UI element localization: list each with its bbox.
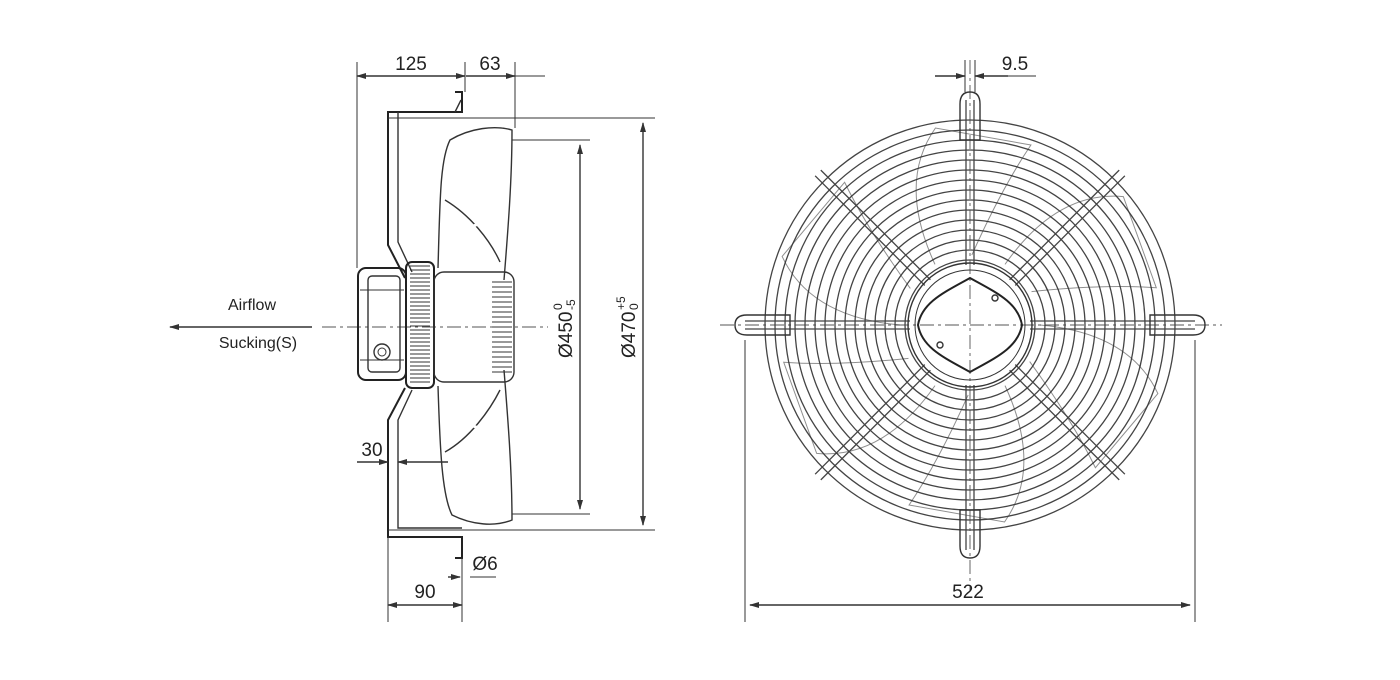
blade-top-outline	[437, 127, 513, 281]
fan-blade	[1029, 324, 1159, 469]
guard-ring	[854, 209, 1086, 441]
center-hub-opening	[916, 276, 1024, 374]
dim-470-tol-upper: +5	[614, 296, 628, 310]
dim-63-label: 63	[479, 54, 500, 75]
guard-ring	[884, 239, 1056, 411]
fan-blades	[781, 127, 1159, 523]
motor-housing	[357, 267, 407, 381]
blade-slot-inner	[453, 178, 494, 202]
guard-ring	[864, 219, 1076, 431]
dim-6-label: Ø6	[472, 554, 497, 575]
dim-450-label-group: Ø450 0 -5	[551, 299, 578, 358]
guard-spoke-rod	[1009, 169, 1120, 281]
dim-9-5-label: 9.5	[1002, 54, 1028, 75]
mount-foot-right	[1149, 314, 1206, 336]
guard-spoke-rod	[814, 364, 926, 475]
guard-ring	[774, 129, 1166, 521]
fan-blade	[781, 181, 911, 326]
dim-125-label: 125	[395, 54, 427, 75]
guard-spoke-rod	[1009, 369, 1120, 481]
blade-slot-inner	[450, 482, 488, 504]
guard-ring	[844, 199, 1096, 451]
rotor-hub	[405, 261, 435, 389]
motor-inner	[367, 275, 401, 373]
cable-gland	[373, 343, 391, 361]
fan-blade	[908, 385, 1025, 523]
guard-ring	[804, 159, 1136, 491]
mount-foot-left	[734, 314, 791, 336]
guard-spokes	[745, 100, 1195, 550]
guard-ring	[824, 179, 1116, 471]
fan-blade	[782, 357, 936, 455]
guard-ring	[904, 259, 1036, 391]
airflow-indicator: Airflow Sucking(S)	[169, 297, 312, 352]
dim-470-tol-lower: 0	[627, 303, 641, 310]
guard-inner-bottom	[397, 389, 462, 529]
fan-blade	[1004, 195, 1158, 293]
guard-frame-top	[387, 91, 463, 279]
impeller-fins	[492, 281, 512, 373]
front-view: 9.5 522	[720, 54, 1222, 622]
guard-frame-bottom	[387, 387, 463, 559]
mount-foot-top	[959, 91, 981, 141]
blade-bottom-edge	[444, 389, 501, 453]
guard-rings	[764, 119, 1176, 531]
guard-ring	[814, 169, 1126, 481]
hub-ring-outer	[907, 262, 1033, 388]
blade-bottom-outline	[437, 369, 513, 525]
blade-top-edge	[444, 199, 501, 263]
side-view: Ø450 0 -5 Ø470 +5 0 125 63 30 90 Ø6	[322, 54, 655, 622]
dim-90-label: 90	[414, 582, 435, 603]
blade-slot-inner	[453, 450, 494, 472]
cable-gland-inner	[377, 347, 387, 357]
dim-450-tol-upper: 0	[551, 303, 565, 310]
blade-slot-inner	[450, 148, 488, 172]
guard-ring	[764, 119, 1176, 531]
guard-spoke-rod	[1014, 364, 1126, 475]
hub-fins	[410, 265, 430, 383]
hub-ring-inner	[914, 269, 1026, 381]
sucking-label: Sucking(S)	[219, 335, 297, 352]
impeller-hub	[433, 271, 515, 383]
dim-450-label: Ø450	[556, 312, 577, 358]
fan-blade	[915, 127, 1032, 265]
dim-522-label: 522	[952, 582, 984, 603]
airflow-label: Airflow	[228, 297, 276, 314]
mount-foot-bottom	[959, 509, 981, 559]
guard-lip-top	[454, 99, 462, 113]
guard-ring	[874, 229, 1066, 421]
blade-slots	[450, 148, 498, 504]
blade-slot-inner	[458, 214, 498, 234]
guard-ring	[794, 149, 1146, 501]
guard-spoke-rod	[820, 169, 931, 281]
guard-spoke-rod	[1014, 175, 1126, 286]
guard-spoke-rod	[814, 175, 926, 286]
dim-470-label: Ø470	[619, 312, 640, 358]
guard-inner-top	[397, 112, 413, 273]
dim-30-label: 30	[361, 440, 382, 461]
guard-ring	[834, 189, 1106, 461]
blade-slot-inner	[458, 418, 498, 438]
guard-spoke-rod	[820, 369, 931, 481]
dim-470-label-group: Ø470 +5 0	[614, 296, 641, 358]
hub-bolt-1	[936, 341, 944, 349]
hub-bolt-2	[991, 294, 999, 302]
dim-450-tol-lower: -5	[564, 299, 578, 310]
